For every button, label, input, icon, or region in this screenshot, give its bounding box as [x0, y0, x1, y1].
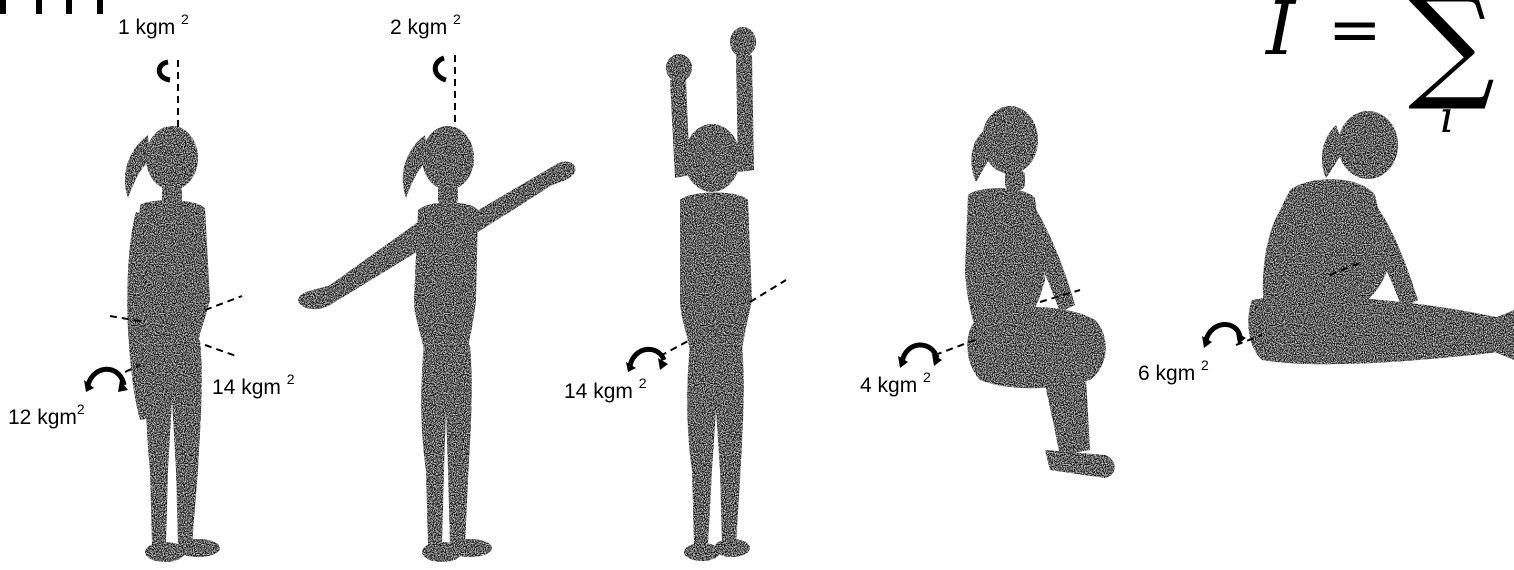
- rotation-arrow-icon: [88, 369, 124, 385]
- moment-value: 4 kgm: [860, 374, 917, 397]
- moment-label-fig2-vertical: 2 kgm 2: [390, 14, 461, 38]
- unit-exponent: 2: [1201, 357, 1209, 373]
- unit-exponent: 2: [923, 369, 931, 385]
- moment-label-fig1-side: 12 kgm2: [8, 404, 85, 428]
- moment-value: 14 kgm: [564, 380, 633, 403]
- rotation-arrow-icon: [630, 349, 664, 366]
- moment-label-fig1-vertical: 1 kgm 2: [118, 14, 189, 38]
- side-axis-line-rear: [205, 296, 242, 310]
- inertia-formula: I = ∑ i: [1262, 0, 1514, 152]
- rotation-arrow-icon: [902, 345, 937, 362]
- side-axis-line-front: [660, 340, 690, 356]
- figure-tucked: [965, 106, 1115, 478]
- moment-value: 6 kgm: [1138, 362, 1195, 385]
- moment-label-fig1-front: 14 kgm 2: [212, 374, 295, 398]
- figure-standing-arms-up: [666, 27, 756, 561]
- formula-lhs: I: [1266, 0, 1295, 66]
- moment-value: 1 kgm: [118, 16, 175, 39]
- unit-exponent: 2: [453, 11, 461, 27]
- moment-label-fig5-side: 6 kgm 2: [1138, 360, 1209, 384]
- formula-sum-icon: ∑: [1408, 0, 1495, 104]
- moment-value: 14 kgm: [212, 376, 281, 399]
- side-axis-line: [750, 280, 786, 302]
- figure-standing-arms-out: [298, 126, 575, 562]
- front-axis-line: [205, 345, 236, 356]
- moment-value: 12 kgm: [8, 406, 77, 429]
- formula-equals: =: [1328, 0, 1382, 62]
- figure-standing-arms-down: [125, 126, 220, 562]
- moment-value: 2 kgm: [390, 16, 447, 39]
- moment-label-fig4-side: 4 kgm 2: [860, 372, 931, 396]
- moment-label-fig3-side: 14 kgm 2: [564, 378, 647, 402]
- unit-exponent: 2: [181, 11, 189, 27]
- formula-subscript: i: [1440, 96, 1454, 140]
- unit-exponent: 2: [639, 375, 647, 391]
- unit-exponent: 2: [287, 371, 295, 387]
- rotation-arrow-icon: [159, 62, 170, 80]
- cropped-header-marks: [0, 0, 103, 14]
- unit-exponent: 2: [77, 401, 85, 417]
- rotation-arrow-icon: [1206, 324, 1240, 340]
- rotation-arrow-icon: [435, 58, 446, 80]
